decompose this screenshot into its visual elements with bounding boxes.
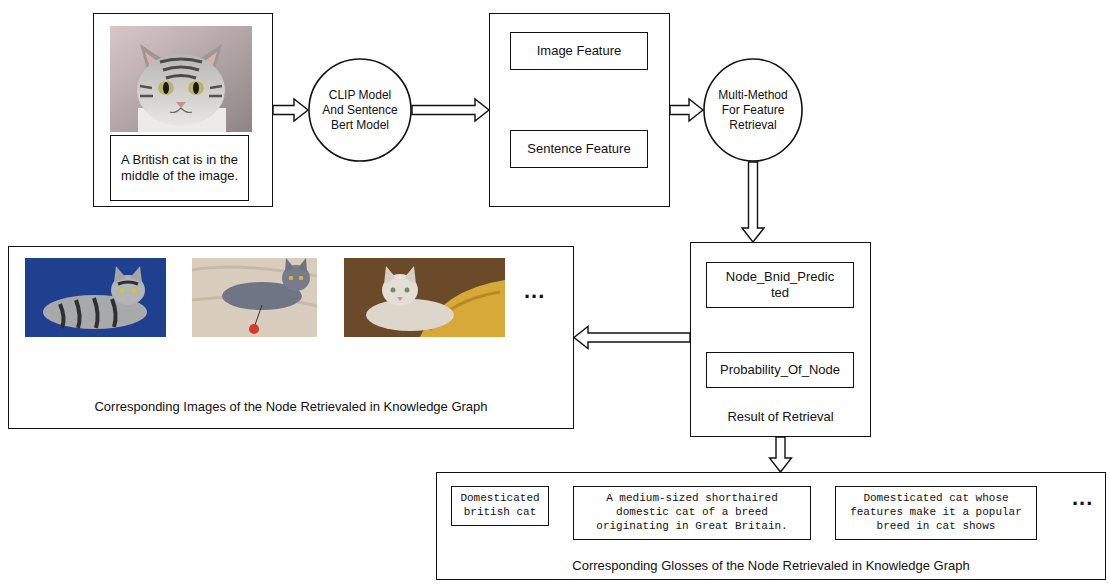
- node-label: CLIP Model And Sentence Bert Model: [318, 88, 402, 133]
- node-label: A medium-sized shorthaired domestic cat …: [580, 492, 804, 533]
- result-field: Probability_Of_Node: [706, 352, 854, 388]
- gloss-box: Domesticated british cat: [451, 486, 549, 526]
- node-label: Sentence Feature: [527, 141, 630, 157]
- caption-box: A British cat is in the middle of the im…: [110, 135, 249, 201]
- feature-box: Image Feature: [510, 32, 648, 70]
- block-arrow: [273, 99, 308, 121]
- container-box: A British cat is in the middle of the im…: [93, 13, 273, 207]
- ellipsis-mark: ...: [1072, 487, 1093, 509]
- block-arrow: [412, 99, 489, 121]
- method-circle: Multi-Method For Feature Retrieval: [703, 58, 803, 162]
- node-label: Domesticated cat whose features make it …: [842, 492, 1030, 533]
- block-arrow: [770, 437, 792, 472]
- image-panel: Corresponding Images of the Node Retriev…: [8, 246, 574, 429]
- cat-photo: [192, 258, 317, 337]
- cat-photo: [110, 26, 252, 132]
- feature-box: Sentence Feature: [510, 130, 648, 168]
- gloss-box: A medium-sized shorthaired domestic cat …: [573, 486, 811, 540]
- ellipsis-mark: ...: [524, 280, 545, 302]
- gloss-panel: Corresponding Glosses of the Node Retrie…: [436, 472, 1106, 580]
- panel-heading: Corresponding Images of the Node Retriev…: [56, 398, 526, 416]
- result-box: Result of Retrieval Node_Bnid_PredictedPr…: [690, 242, 871, 437]
- cat-photo: [344, 258, 505, 337]
- node-label: Probability_Of_Node: [720, 362, 840, 378]
- panel-heading: Corresponding Glosses of the Node Retrie…: [536, 557, 1006, 575]
- node-label: Node_Bnid_Predicted: [724, 269, 836, 302]
- block-arrow: [574, 327, 690, 349]
- node-label: A British cat is in the middle of the im…: [117, 152, 242, 185]
- gloss-box: Domesticated cat whose features make it …: [835, 486, 1037, 540]
- node-label: Multi-Method For Feature Retrieval: [711, 88, 795, 133]
- container-box: Image FeatureSentence Feature: [489, 13, 670, 207]
- block-arrow: [670, 99, 703, 121]
- node-label: Domesticated british cat: [458, 492, 542, 520]
- model-circle: CLIP Model And Sentence Bert Model: [308, 58, 412, 162]
- result-field: Node_Bnid_Predicted: [706, 262, 854, 308]
- cat-photo: [25, 258, 166, 337]
- block-arrow: [742, 162, 764, 242]
- node-label: Image Feature: [537, 43, 622, 59]
- panel-heading: Result of Retrieval: [696, 408, 866, 426]
